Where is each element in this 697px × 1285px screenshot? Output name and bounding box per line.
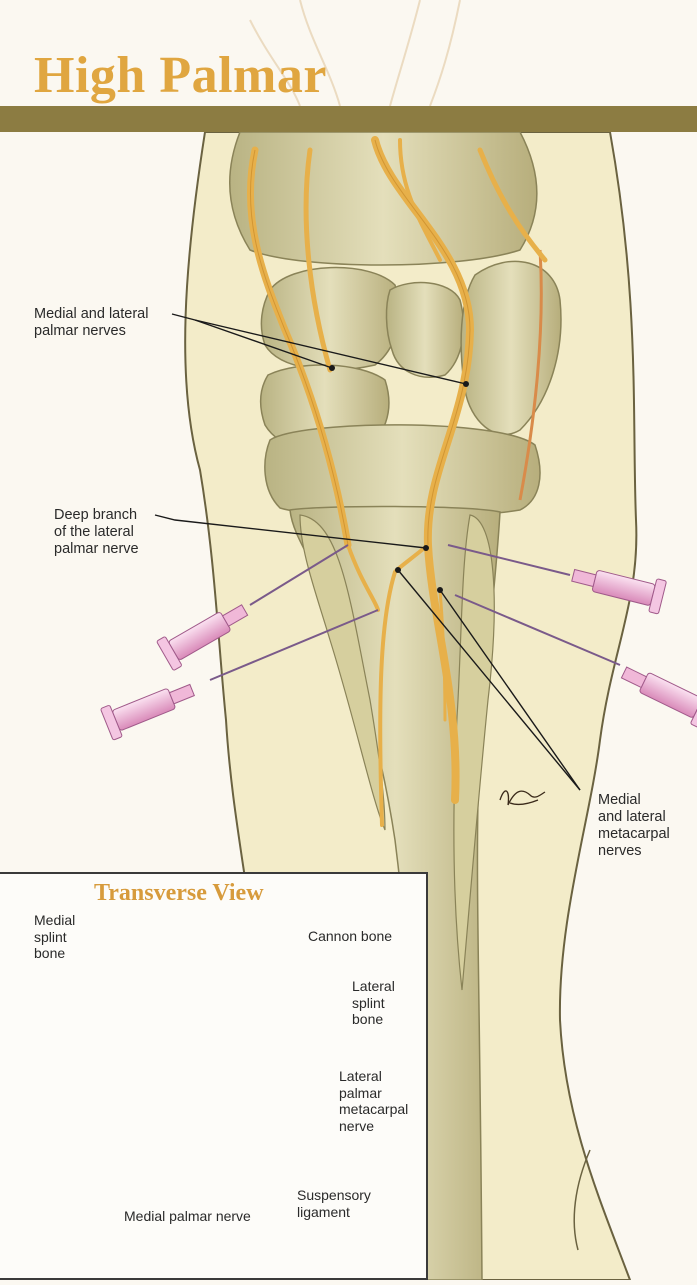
needles xyxy=(100,544,697,741)
label-cannon-bone: Cannon bone xyxy=(308,928,393,944)
label-suspensory-ligament: Suspensory ligament xyxy=(297,1187,371,1220)
artist-signature xyxy=(499,790,546,806)
label-lateral-palmar-metacarpal-nerve: Lateral palmar metacarpal nerve xyxy=(339,1068,409,1134)
page-title: High Palmar xyxy=(34,47,327,104)
inset-title: Transverse View xyxy=(94,880,264,906)
label-lateral-splint-bone: Lateral splint bone xyxy=(352,978,395,1027)
needle-left-lower xyxy=(100,609,379,741)
label-deep-branch: Deep branch of the lateral palmar nerve xyxy=(54,507,139,557)
label-medial-palmar-nerve: Medial palmar nerve xyxy=(124,1208,251,1224)
leader-lines xyxy=(154,313,581,791)
label-medial-splint-bone: Medial splint bone xyxy=(34,912,76,961)
title-band xyxy=(0,106,697,132)
label-palmar-nerves: Medial and lateral palmar nerves xyxy=(34,306,149,339)
transverse-view-inset xyxy=(0,872,428,1280)
label-metacarpal-nerves: Medial and lateral metacarpal nerves xyxy=(598,792,670,859)
lateral-splint-bone xyxy=(453,514,495,991)
needle-right-upper xyxy=(447,544,667,615)
medial-splint-bone xyxy=(299,514,386,831)
needle-left-upper xyxy=(156,544,349,671)
background-sketch xyxy=(249,0,461,107)
